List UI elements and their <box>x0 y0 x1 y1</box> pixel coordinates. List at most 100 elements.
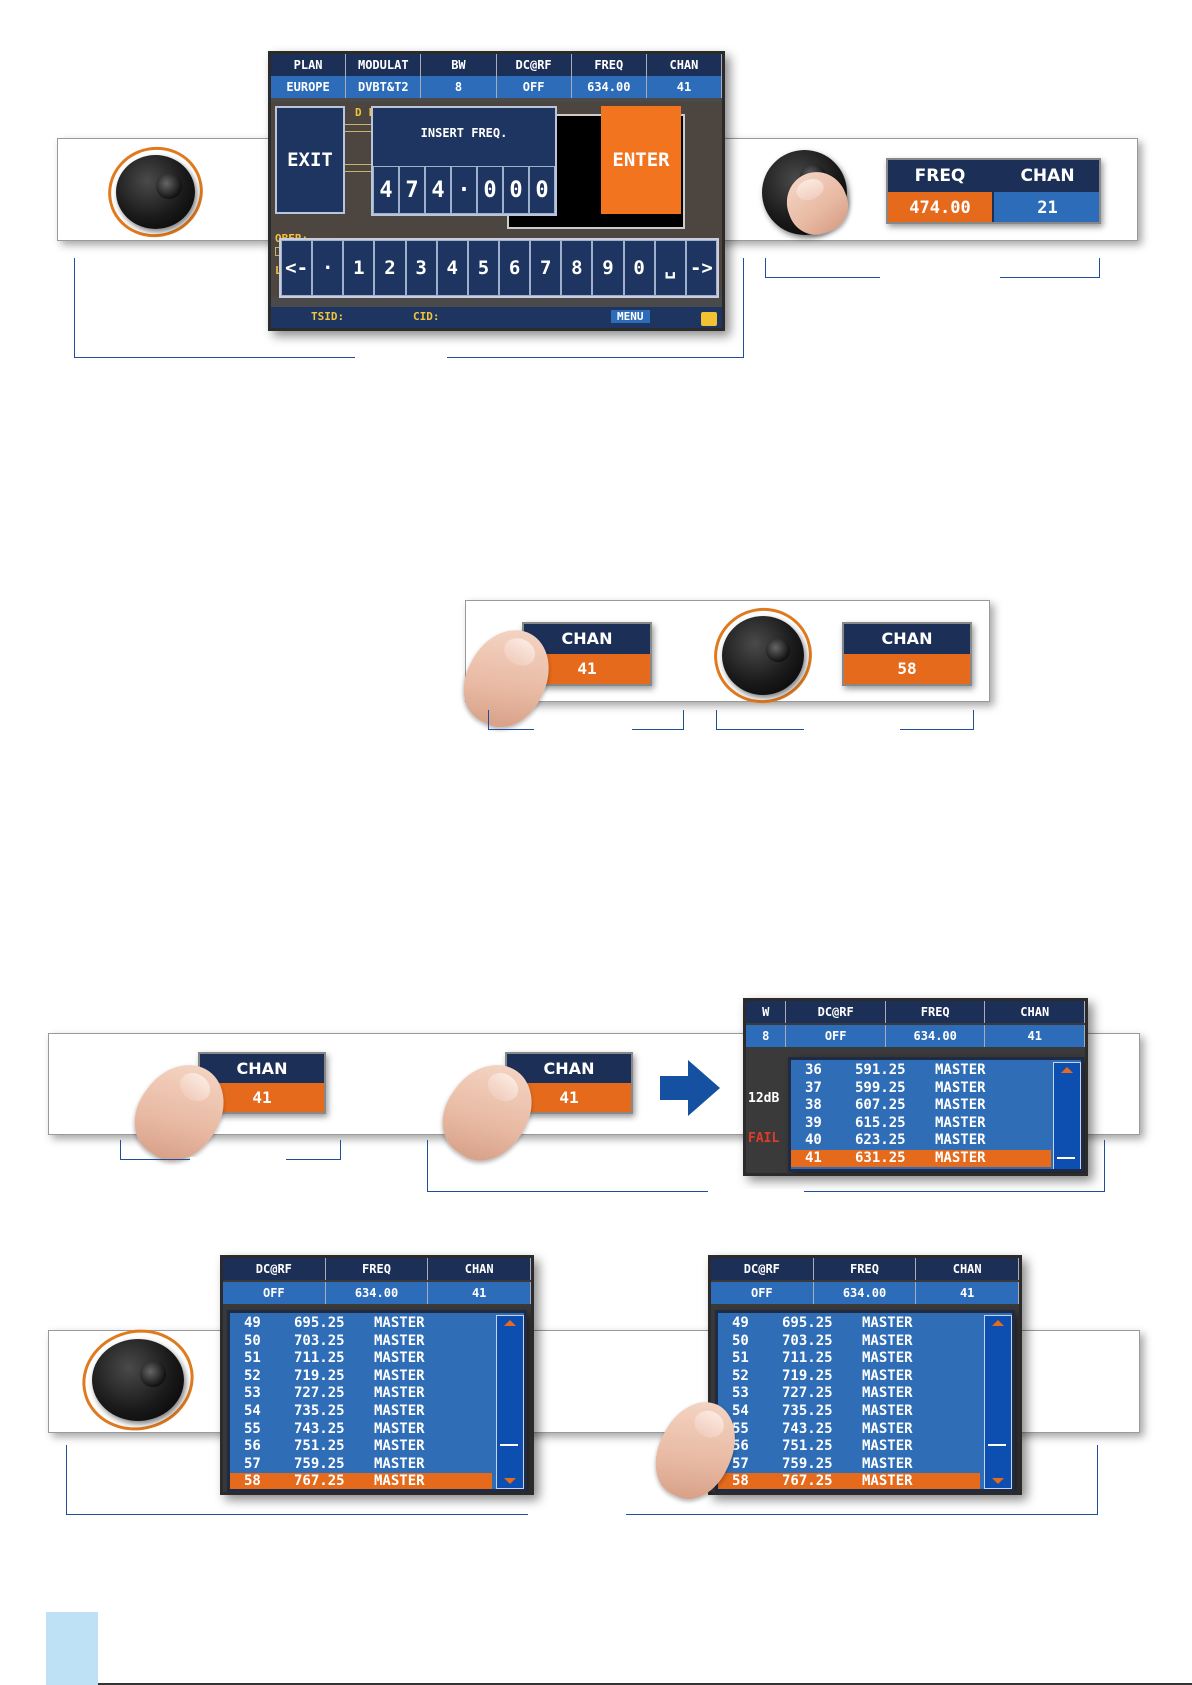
list-item-freq: 623.25 <box>855 1132 906 1148</box>
keyboard-key[interactable]: 5 <box>467 240 499 296</box>
chan-widget-58[interactable]: CHAN 58 <box>842 622 972 686</box>
header-modulat: MODULAT <box>346 54 422 76</box>
keyboard-key[interactable]: 6 <box>498 240 531 296</box>
value-modulat[interactable]: DVBT&T2 <box>346 76 422 98</box>
value-chan[interactable]: 41 <box>428 1282 531 1304</box>
rotary-knob-icon[interactable] <box>97 136 214 248</box>
scroll-thumb[interactable] <box>1057 1157 1075 1159</box>
list-scrollbar[interactable] <box>1053 1062 1081 1169</box>
keyboard-key[interactable]: 4 <box>436 240 468 296</box>
list-scrollbar[interactable] <box>984 1315 1012 1489</box>
value-freq[interactable]: 634.00 <box>813 1282 917 1304</box>
value-dcrf[interactable]: OFF <box>711 1282 814 1304</box>
scroll-up-icon[interactable] <box>504 1320 516 1326</box>
digit-cell[interactable]: 7 <box>399 166 425 214</box>
value-chan[interactable]: 41 <box>916 1282 1019 1304</box>
value-bw[interactable]: 8 <box>746 1025 787 1047</box>
bracket <box>427 1140 1105 1192</box>
value-freq[interactable]: 634.00 <box>885 1025 986 1047</box>
bracket <box>74 258 744 358</box>
value-bw[interactable]: 8 <box>421 76 497 98</box>
scroll-up-icon[interactable] <box>1061 1067 1073 1073</box>
digit-cell[interactable]: 0 <box>477 166 503 214</box>
keyboard-key[interactable]: 8 <box>561 240 593 296</box>
digit-cell[interactable]: 4 <box>373 166 399 214</box>
scroll-thumb[interactable] <box>988 1444 1006 1446</box>
keyboard-key[interactable]: 0 <box>623 240 655 296</box>
scroll-down-icon[interactable] <box>504 1478 516 1484</box>
lock-icon[interactable] <box>701 312 717 326</box>
list-item-freq: 711.25 <box>294 1350 345 1367</box>
freq-chan-widget[interactable]: FREQ CHAN 474.00 21 <box>886 158 1101 224</box>
digit-cell[interactable]: 0 <box>529 166 555 214</box>
rotary-knob-icon[interactable] <box>70 1317 206 1443</box>
keyboard-key[interactable]: 2 <box>374 240 406 296</box>
value-plan[interactable]: EUROPE <box>271 76 347 98</box>
list-item-ch: 53 <box>732 1385 749 1402</box>
keyboard-key[interactable]: <- <box>281 240 313 296</box>
enter-button[interactable]: ENTER <box>601 106 681 214</box>
exit-label: EXIT <box>287 149 333 171</box>
value-chan[interactable]: 41 <box>985 1025 1085 1047</box>
scroll-up-icon[interactable] <box>992 1320 1004 1326</box>
digit-cell[interactable]: · <box>451 166 477 214</box>
scroll-thumb[interactable] <box>500 1444 518 1446</box>
menu-label[interactable]: MENU <box>611 310 650 323</box>
keyboard-key[interactable]: ␣ <box>654 240 686 296</box>
value-chan[interactable]: 41 <box>646 76 722 98</box>
list-item-mode: MASTER <box>374 1455 425 1472</box>
keyboard-key[interactable]: 3 <box>405 240 437 296</box>
rotary-knob-icon[interactable] <box>703 596 823 715</box>
list-scrollbar[interactable] <box>496 1315 524 1489</box>
list-item-freq: 743.25 <box>782 1420 833 1437</box>
value-freq[interactable]: 634.00 <box>571 76 647 98</box>
keyboard-key[interactable]: · <box>312 240 344 296</box>
keyboard-key[interactable]: 1 <box>343 240 375 296</box>
value-dcrf[interactable]: OFF <box>223 1282 326 1304</box>
header-freq: FREQ <box>325 1258 429 1280</box>
value-freq[interactable]: 634.00 <box>325 1282 429 1304</box>
keyboard-key[interactable]: 9 <box>592 240 624 296</box>
list-item-ch: 58 <box>732 1473 749 1490</box>
value-dcrf[interactable]: OFF <box>496 76 572 98</box>
list-item-ch: 55 <box>244 1420 261 1437</box>
digit-cell[interactable]: 4 <box>425 166 451 214</box>
digit-cell[interactable]: 0 <box>503 166 529 214</box>
keyboard-key[interactable]: -> <box>685 240 717 296</box>
scroll-down-icon[interactable] <box>992 1478 1004 1484</box>
value-dcrf[interactable]: OFF <box>786 1025 886 1047</box>
knob-press-icon[interactable] <box>762 150 856 243</box>
keyboard-key[interactable]: 7 <box>530 240 562 296</box>
exit-button[interactable]: EXIT <box>275 106 345 214</box>
